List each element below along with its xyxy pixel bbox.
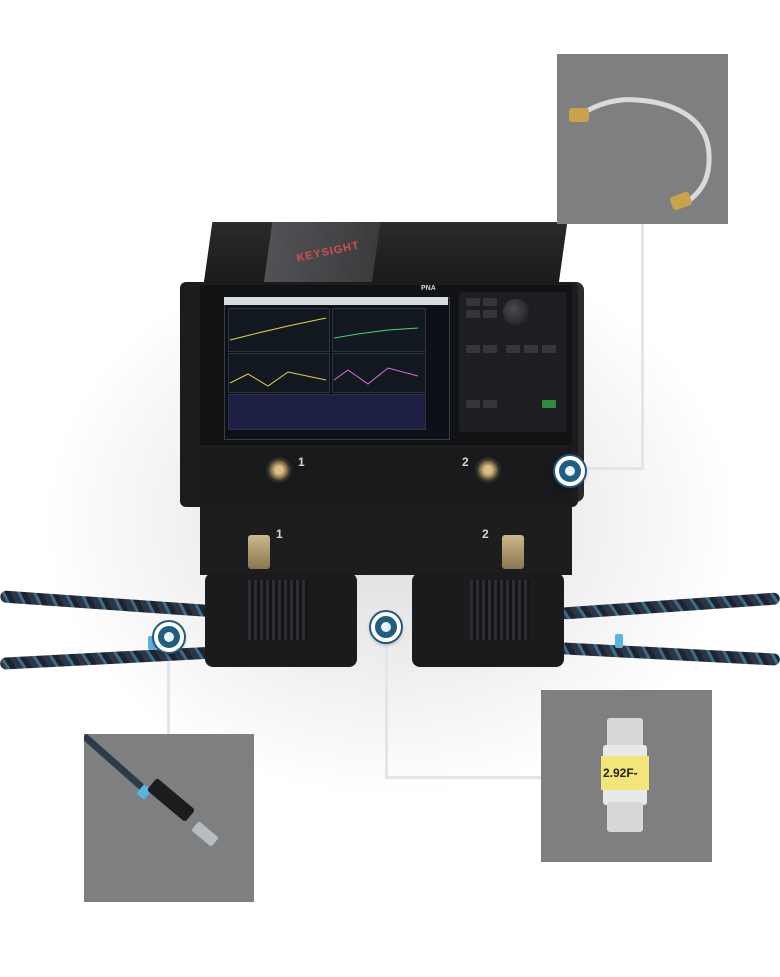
screen-traces xyxy=(229,317,419,387)
extender-port-label-1: 1 xyxy=(276,527,283,541)
port-panel xyxy=(200,448,572,503)
adapter-icon xyxy=(601,718,649,832)
adapter-label: 2.92F- xyxy=(603,766,638,780)
front-key[interactable] xyxy=(483,310,497,318)
front-key[interactable] xyxy=(466,400,480,408)
connector-line-left-vertical xyxy=(167,646,170,734)
port-bracket-1 xyxy=(248,535,270,569)
connector-line-top-horizontal xyxy=(585,467,644,470)
front-key[interactable] xyxy=(466,345,480,353)
instrument-top xyxy=(203,222,568,284)
callout-semi-rigid-cable xyxy=(557,54,728,224)
screen-trace-window xyxy=(332,308,426,352)
front-key[interactable] xyxy=(524,345,538,353)
module-cooling-fins xyxy=(248,580,308,640)
port-label-1: 1 xyxy=(298,455,305,469)
cable-ring xyxy=(615,634,623,648)
connector-line-middle-vertical xyxy=(385,638,388,778)
callout-adapter: 2.92F- xyxy=(541,690,712,862)
hotspot-marker-adapter[interactable] xyxy=(371,612,401,642)
test-port-1[interactable] xyxy=(266,457,292,483)
cable-ring xyxy=(148,636,156,650)
test-port-2[interactable] xyxy=(475,457,501,483)
screen-trace-window xyxy=(332,353,426,393)
connector-line-middle-horizontal xyxy=(385,776,542,779)
hotspot-marker-cable-end[interactable] xyxy=(154,622,184,652)
hotspot-marker-semi-rigid-cable[interactable] xyxy=(555,456,585,486)
screen-menu-bar xyxy=(224,297,448,305)
port-bracket-2 xyxy=(502,535,524,569)
control-knob[interactable] xyxy=(503,299,529,325)
cable-connector-icon xyxy=(84,734,218,847)
front-key[interactable] xyxy=(466,298,480,306)
front-key[interactable] xyxy=(483,345,497,353)
front-key[interactable] xyxy=(483,298,497,306)
extender-port-label-2: 2 xyxy=(482,527,489,541)
callout-cable-end-connector xyxy=(84,734,254,902)
module-cooling-fins xyxy=(470,580,530,640)
semi-rigid-cable-icon xyxy=(569,97,712,211)
front-key[interactable] xyxy=(466,310,480,318)
front-key[interactable] xyxy=(483,400,497,408)
screen-trace-window xyxy=(228,308,330,352)
screen-trace-window xyxy=(228,394,426,430)
port-label-2: 2 xyxy=(462,455,469,469)
model-name: PNA xyxy=(421,285,436,292)
screen-trace-window xyxy=(228,353,330,393)
front-key[interactable] xyxy=(542,400,556,408)
front-key[interactable] xyxy=(506,345,520,353)
connector-line-top-vertical xyxy=(641,224,644,470)
front-key[interactable] xyxy=(542,345,556,353)
